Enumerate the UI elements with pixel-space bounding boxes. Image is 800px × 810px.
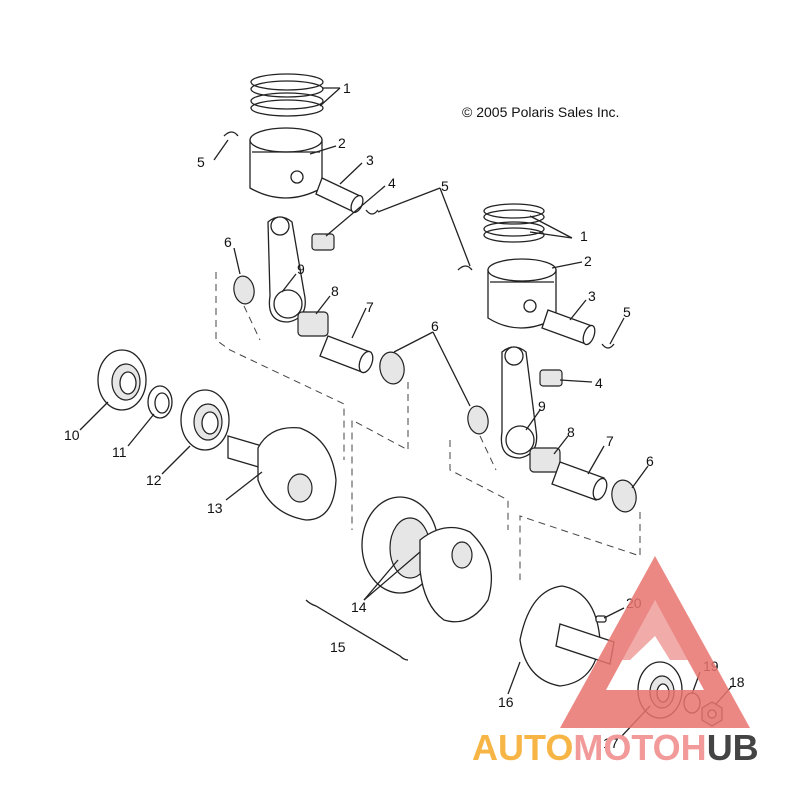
crankshaft-half-right xyxy=(519,585,615,687)
callout-9-right: 9 xyxy=(538,398,546,414)
thrust-washer-right-a xyxy=(467,405,489,435)
callout-12: 12 xyxy=(146,472,162,488)
callout-7-right: 7 xyxy=(606,433,614,449)
callout-6-left-a: 6 xyxy=(224,234,232,250)
callout-6-right: 6 xyxy=(646,453,654,469)
callout-16: 16 xyxy=(498,694,514,710)
callout-4-right: 4 xyxy=(595,375,603,391)
piston-pin-right xyxy=(541,309,596,346)
circlip-left-side xyxy=(365,209,379,215)
main-bearing-left xyxy=(97,349,147,411)
thrust-washer-left-b xyxy=(379,351,405,385)
callout-7-left: 7 xyxy=(366,299,374,315)
callout-5-right: 5 xyxy=(623,304,631,320)
circlip-right-side xyxy=(601,343,615,349)
needle-bearing-left-big xyxy=(297,311,329,337)
needle-bearing-right-small xyxy=(539,369,563,387)
callout-9-left: 9 xyxy=(297,261,305,277)
callout-11: 11 xyxy=(112,444,127,460)
callout-5-center: 5 xyxy=(441,178,449,194)
callout-5-left: 5 xyxy=(197,154,205,170)
needle-bearing-right-big xyxy=(529,447,561,473)
callout-10: 10 xyxy=(64,427,80,443)
callout-6-left-b: 6 xyxy=(431,318,439,334)
watermark-logo xyxy=(560,556,750,728)
callout-8-left: 8 xyxy=(331,283,339,299)
piston-rings-left xyxy=(250,73,324,117)
callout-3-left: 3 xyxy=(366,152,374,168)
needle-bearing-left-small xyxy=(311,233,335,251)
callout-13: 13 xyxy=(207,500,223,516)
circlip-right-top xyxy=(457,265,473,271)
piston-rings-right xyxy=(483,203,545,243)
callout-15: 15 xyxy=(330,639,346,655)
callout-2-left: 2 xyxy=(338,135,346,151)
connecting-rod-right xyxy=(500,346,538,459)
main-bearing-left-inner xyxy=(180,389,230,451)
watermark-triangle-icon xyxy=(560,556,750,728)
leader-lines xyxy=(79,87,733,739)
thrust-washer-left-a xyxy=(233,275,255,305)
callout-17: 17 xyxy=(603,735,619,751)
callout-14: 14 xyxy=(351,599,367,615)
callout-3-right: 3 xyxy=(588,288,596,304)
callout-2-right: 2 xyxy=(584,253,592,269)
piston-left xyxy=(249,127,323,199)
callout-4-left: 4 xyxy=(388,175,396,191)
callout-18: 18 xyxy=(729,674,745,690)
circlip-left-top xyxy=(223,131,239,137)
copyright-text: © 2005 Polaris Sales Inc. xyxy=(462,104,619,120)
crank-pin-left xyxy=(319,335,374,374)
thrust-washer-right-b xyxy=(611,479,637,513)
crankshaft-center xyxy=(361,496,492,623)
woodruff-key xyxy=(595,615,607,623)
assembly-lines xyxy=(215,272,641,580)
connecting-rod-left xyxy=(267,216,306,323)
seal-ring-left xyxy=(147,385,173,419)
crankshaft-half-left xyxy=(227,427,337,521)
crank-pin-right xyxy=(551,461,608,501)
callout-1-right: 1 xyxy=(580,228,588,244)
callout-8-right: 8 xyxy=(567,424,575,440)
callout-1-left: 1 xyxy=(343,80,351,96)
watermark-text: AUTOMOTOHUB xyxy=(472,727,759,768)
